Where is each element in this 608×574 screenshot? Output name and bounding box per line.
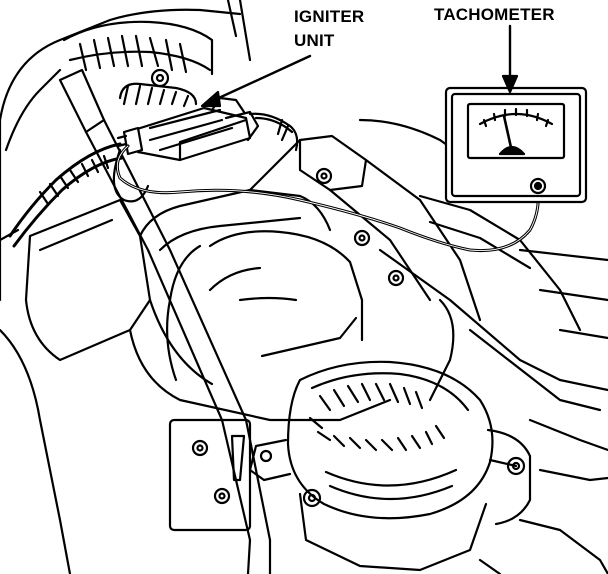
frame-rail [0, 68, 272, 574]
engine-valve-cover [24, 134, 482, 422]
igniter-unit-label-line2: UNIT [294, 31, 335, 50]
igniter-unit [116, 96, 299, 162]
lower-right-parts [478, 418, 608, 574]
body-panels [0, 0, 252, 574]
radiator-fan [62, 20, 214, 108]
igniter-callout-arrow [200, 54, 312, 108]
igniter-unit-label-line1: IGNITER [294, 7, 365, 26]
wiring-harness [8, 142, 150, 248]
alternator [248, 360, 532, 572]
tachometer-lead-wire [115, 144, 540, 253]
tachometer [444, 86, 588, 204]
tachometer-callout-arrow [501, 24, 519, 94]
tachometer-label: TACHOMETER [434, 5, 555, 24]
